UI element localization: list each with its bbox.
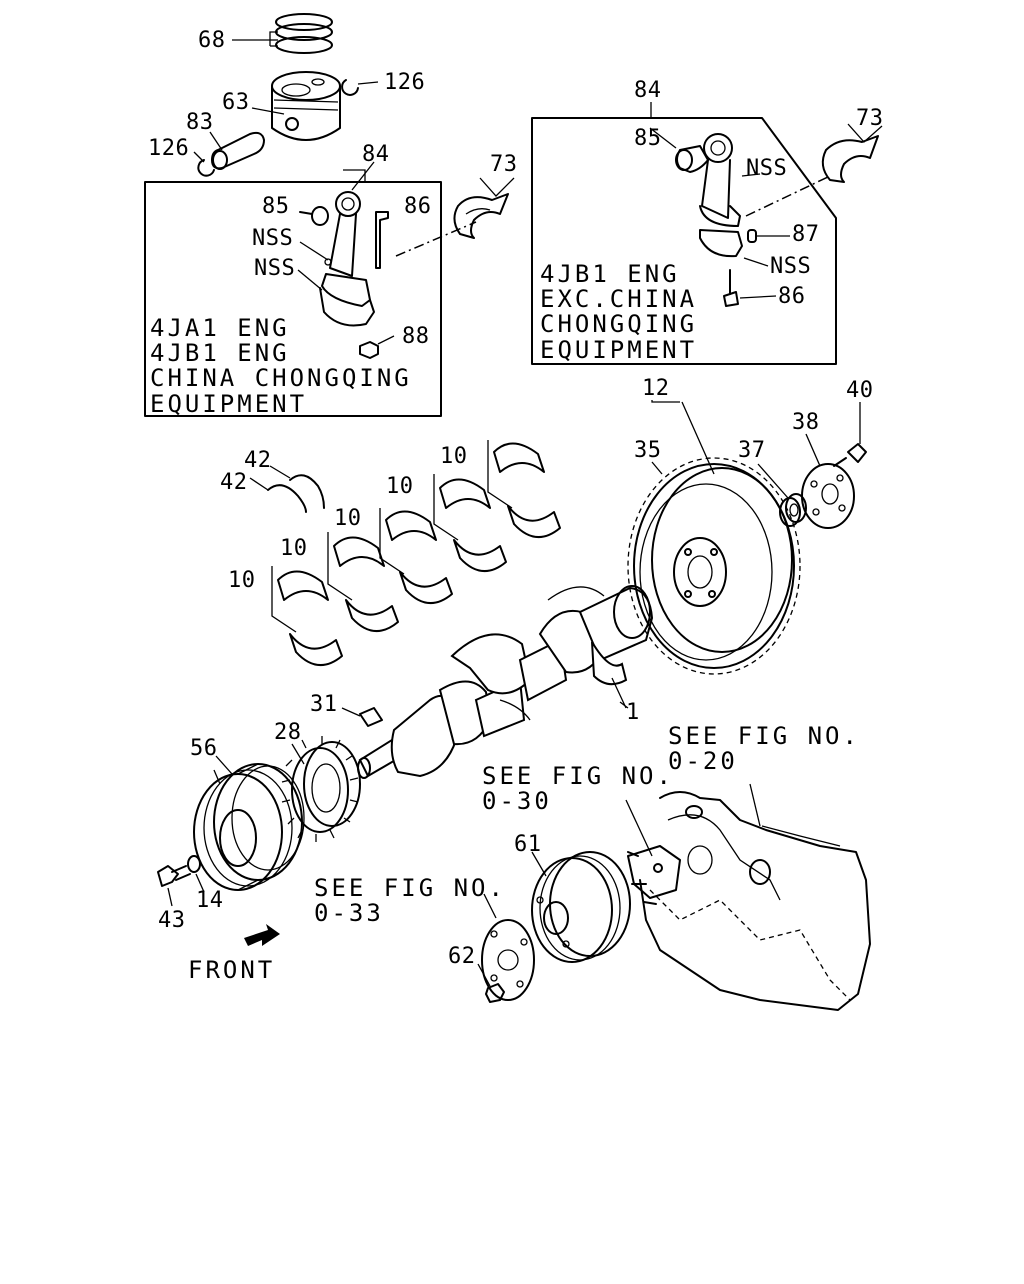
callout-84-left: 84 <box>362 142 390 167</box>
note-right-line-1: 4JB1 ENG <box>540 260 680 288</box>
see-fig-0-33-line-1: SEE FIG NO. <box>314 874 506 902</box>
engine-housing <box>625 783 871 1011</box>
callout-85-right: 85 <box>634 126 662 151</box>
callout-nss-1: NSS <box>252 226 294 251</box>
note-right-line-4: EQUIPMENT <box>540 335 698 364</box>
main-bearings <box>271 440 561 666</box>
callout-83: 83 <box>186 110 214 135</box>
flywheel <box>627 400 801 675</box>
see-fig-0-30-line-1: SEE FIG NO. <box>482 762 674 790</box>
callout-68: 68 <box>198 28 226 53</box>
conrod-right <box>675 133 831 307</box>
front-direction-arrow-icon <box>244 924 280 946</box>
callout-86-left: 86 <box>404 194 432 219</box>
callout-35: 35 <box>634 438 662 463</box>
bearing-73-right <box>821 123 883 183</box>
callout-14: 14 <box>196 888 224 913</box>
key-31 <box>341 707 383 727</box>
crank-pulley <box>193 763 305 891</box>
callout-42-a: 42 <box>244 448 272 473</box>
callout-10-c: 10 <box>334 506 362 531</box>
crankshaft <box>357 585 654 779</box>
callout-73-left: 73 <box>490 152 518 177</box>
note-right-line-2: EXC.CHINA <box>540 285 698 314</box>
nut-62 <box>477 963 505 1003</box>
see-fig-0-33-line-2: 0-33 <box>314 899 384 928</box>
note-see-fig-0-30: SEE FIG NO. 0-30 <box>482 762 674 816</box>
pulley-plate <box>481 893 535 1001</box>
callout-86-right: 86 <box>778 284 806 309</box>
callout-62: 62 <box>448 944 476 969</box>
thrust-washers <box>249 465 325 513</box>
callout-nss-2: NSS <box>254 256 296 281</box>
note-left-line-3: CHINA CHONGQING <box>150 364 412 393</box>
callout-63: 63 <box>222 90 250 115</box>
callout-84-right: 84 <box>634 78 662 103</box>
callout-43: 43 <box>158 908 186 933</box>
callout-42-b: 42 <box>220 470 248 495</box>
callout-61: 61 <box>514 832 542 857</box>
note-left-box: 4JA1 ENG 4JB1 ENG CHINA CHONGQING EQUIPM… <box>150 314 412 418</box>
piston-pin <box>209 131 265 170</box>
pilot-bearing <box>757 463 807 527</box>
callout-nss-4: NSS <box>770 254 812 279</box>
bolt-washer <box>157 855 205 907</box>
callout-56: 56 <box>190 736 218 761</box>
piston-rings <box>232 13 333 54</box>
crank-gear <box>281 736 361 842</box>
callout-126-top: 126 <box>384 70 426 95</box>
note-right-box: 4JB1 ENG EXC.CHINA CHONGQING EQUIPMENT <box>540 260 698 364</box>
see-fig-0-20-line-2: 0-20 <box>668 747 738 776</box>
water-pump-pulley <box>531 851 631 963</box>
flywheel-bolt <box>833 402 867 467</box>
callout-31: 31 <box>310 692 338 717</box>
callout-40: 40 <box>846 378 874 403</box>
callout-nss-3: NSS <box>746 156 788 181</box>
callout-10-b: 10 <box>280 536 308 561</box>
callout-10-e: 10 <box>440 444 468 469</box>
bearing-73-left <box>453 177 515 239</box>
note-left-line-4: EQUIPMENT <box>150 389 308 418</box>
snap-ring-top <box>341 79 379 96</box>
flywheel-plate <box>801 433 855 529</box>
callout-10-a: 10 <box>228 568 256 593</box>
callout-28: 28 <box>274 720 302 745</box>
callout-126-left: 126 <box>148 136 190 161</box>
callout-37: 37 <box>738 438 766 463</box>
callout-73-right: 73 <box>856 106 884 131</box>
note-see-fig-0-20: SEE FIG NO. 0-20 <box>668 722 860 776</box>
snap-ring-left <box>193 151 215 177</box>
callout-85-left: 85 <box>262 194 290 219</box>
note-left-line-2: 4JB1 ENG <box>150 339 290 368</box>
callout-38: 38 <box>792 410 820 435</box>
see-fig-0-20-line-1: SEE FIG NO. <box>668 722 860 750</box>
front-label: FRONT <box>188 956 276 984</box>
callout-88: 88 <box>402 324 430 349</box>
callout-1: 1 <box>626 700 640 725</box>
conrod-left <box>297 161 477 359</box>
note-right-line-3: CHONGQING <box>540 310 698 339</box>
piston <box>251 71 341 141</box>
note-left-line-1: 4JA1 ENG <box>150 314 290 342</box>
see-fig-0-30-line-2: 0-30 <box>482 787 552 816</box>
callout-87: 87 <box>792 222 820 247</box>
callout-12: 12 <box>642 376 670 401</box>
note-see-fig-0-33: SEE FIG NO. 0-33 <box>314 874 506 928</box>
callout-10-d: 10 <box>386 474 414 499</box>
